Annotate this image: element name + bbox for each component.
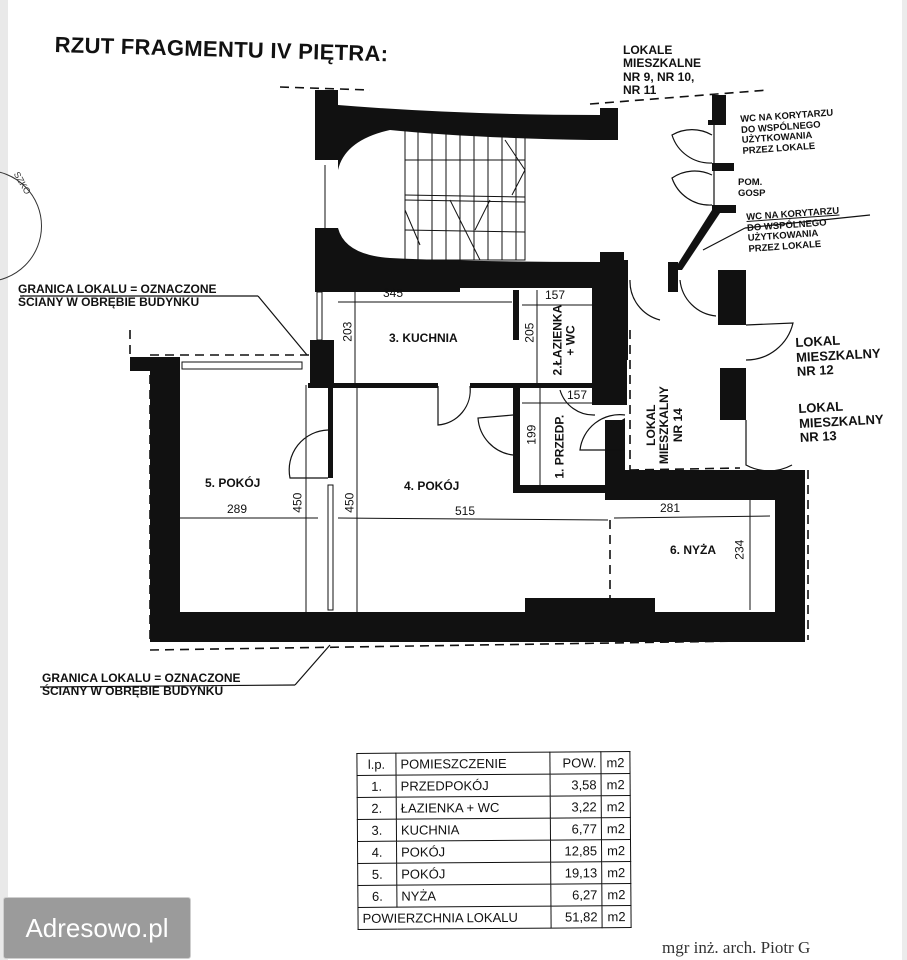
leader-lines	[20, 214, 871, 688]
header-area: POW.	[549, 751, 602, 775]
row-unit: m2	[601, 817, 631, 840]
dim-kuchnia-width: 345	[383, 286, 404, 300]
stair-hall-walls	[315, 90, 624, 300]
label-line: POM.	[738, 177, 763, 188]
label-line: NR 9, NR 10,	[623, 69, 695, 84]
dim-przedpokoj-depth: 199	[524, 424, 539, 445]
row-unit: m2	[601, 883, 631, 906]
area-table: l.p. POMIESZCZENIE POW. m2 1. PRZEDPOKÓJ…	[356, 751, 632, 930]
dim-nyza-width: 281	[660, 501, 681, 515]
room-label-przedpokoj: 1. PRZEDP.	[552, 414, 567, 479]
room-label-lazienka: 2.ŁAZIENKA + WC	[550, 304, 579, 376]
table-row: 3. KUCHNIA 6,77 m2	[357, 817, 631, 842]
label-line: NR 11	[623, 83, 657, 98]
page-edge-right	[902, 0, 907, 960]
header-unit: m2	[600, 751, 631, 774]
table-row: 5. POKÓJ 19,13 m2	[357, 861, 631, 886]
row-lp: 2.	[357, 797, 397, 820]
dim-przedpokoj-width: 157	[567, 388, 588, 402]
architect-signature: mgr inż. arch. Piotr G	[662, 938, 811, 957]
staircase	[324, 127, 526, 261]
dim-lazienka-width: 157	[545, 288, 566, 302]
row-name: POKÓJ	[396, 840, 551, 864]
row-name: ŁAZIENKA + WC	[396, 796, 551, 820]
label-line: MIESZKALNE	[623, 56, 701, 71]
table-row: 4. POKÓJ 12,85 m2	[357, 839, 631, 864]
label-lokal-12: LOKAL MIESZKALNY NR 12	[795, 332, 882, 380]
row-lp: 1.	[357, 775, 397, 798]
label-lokal-13: LOKAL MIESZKALNY NR 13	[798, 398, 885, 446]
row-name: POKÓJ	[396, 862, 551, 886]
row-name: PRZEDPOKÓJ	[396, 774, 551, 798]
table-row: 6. NYŻA 6,27 m2	[357, 883, 631, 908]
room-label-pokoj-4: 4. POKÓJ	[404, 479, 460, 493]
label-wc-bottom: WC NA KORYTARZU DO WSPÓLNEGO UŻYTKOWANIA…	[746, 206, 842, 256]
dim-nyza-depth: 234	[732, 539, 747, 560]
row-area: 6,77	[550, 817, 602, 841]
room-label-pokoj-5: 5. POKÓJ	[205, 476, 261, 490]
dim-lazienka-depth: 205	[522, 322, 537, 343]
dim-pokoj-4-depth: 450	[342, 492, 357, 513]
apartment-doors	[288, 385, 626, 479]
watermark-logo: Adresowo.pl	[3, 897, 191, 959]
label-lokale-9-10-11: LOKALE MIESZKALNE NR 9, NR 10, NR 11	[623, 43, 701, 98]
dimension-lines	[180, 290, 771, 612]
room-label-kuchnia: 3. KUCHNIA	[389, 331, 458, 345]
dim-kuchnia-depth: 203	[340, 321, 355, 342]
row-area: 12,85	[550, 839, 602, 863]
table-total-row: POWIERZCHNIA LOKALU 51,82 m2	[357, 905, 632, 930]
label-lokal-14: LOKAL MIESZKALNY NR 14	[643, 380, 685, 470]
label-pom-gosp: POM. GOSP	[738, 177, 766, 199]
page-edge-left	[0, 0, 8, 960]
label-line: LOKALE	[623, 43, 673, 57]
note-line: ŚCIANY W OBRĘBIE BUDYNKU	[18, 295, 200, 310]
row-unit: m2	[601, 773, 631, 796]
row-unit: m2	[601, 861, 631, 884]
windows	[181, 291, 334, 611]
label-wc-top: WC NA KORYTARZU DO WSPÓLNEGO UŻYTKOWANIA…	[740, 108, 836, 158]
table-row: 1. PRZEDPOKÓJ 3,58 m2	[357, 773, 631, 798]
note-line: GRANICA LOKALU = OZNACZONE	[42, 671, 241, 685]
entrance-arrow-icon	[605, 418, 625, 440]
row-area: 3,58	[550, 773, 602, 797]
total-label: POWIERZCHNIA LOKALU	[357, 906, 552, 930]
label-line: 2.ŁAZIENKA	[550, 304, 565, 376]
boundary-note-bottom: GRANICA LOKALU = OZNACZONE ŚCIANY W OBRĘ…	[42, 671, 241, 699]
row-name: KUCHNIA	[396, 818, 551, 842]
row-lp: 4.	[357, 841, 397, 864]
label-line: LOKAL	[643, 404, 658, 446]
row-unit: m2	[601, 795, 631, 818]
dim-pokoj-4-width: 515	[455, 504, 476, 518]
label-line: + WC	[564, 325, 578, 356]
corridor-walls	[618, 95, 746, 420]
table-header-row: l.p. POMIESZCZENIE POW. m2	[356, 751, 631, 776]
label-line: MIESZKALNY	[657, 386, 672, 465]
row-area: 6,27	[550, 883, 602, 907]
row-lp: 5.	[357, 863, 397, 886]
total-unit: m2	[601, 905, 632, 928]
dim-pokoj-5-depth: 450	[290, 492, 305, 513]
note-line: GRANICA LOKALU = OZNACZONE	[18, 282, 217, 296]
apartment-walls	[130, 285, 805, 642]
note-line: ŚCIANY W OBRĘBIE BUDYNKU	[42, 684, 224, 699]
label-line: GOSP	[738, 187, 766, 199]
row-lp: 6.	[357, 885, 397, 908]
row-lp: 3.	[357, 819, 397, 842]
row-area: 3,22	[550, 795, 602, 819]
room-label-nyza: 6. NYŻA	[670, 543, 717, 557]
total-area: 51,82	[550, 905, 603, 929]
row-unit: m2	[601, 839, 631, 862]
row-area: 19,13	[550, 861, 602, 885]
label-line: NR 14	[670, 408, 685, 443]
boundary-note-top: GRANICA LOKALU = OZNACZONE ŚCIANY W OBRĘ…	[18, 282, 217, 310]
header-room: POMIESZCZENIE	[395, 752, 551, 776]
header-lp: l.p.	[356, 753, 397, 776]
table-row: 2. ŁAZIENKA + WC 3,22 m2	[357, 795, 631, 820]
dim-pokoj-5-width: 289	[227, 502, 248, 516]
row-name: NYŻA	[396, 884, 551, 908]
